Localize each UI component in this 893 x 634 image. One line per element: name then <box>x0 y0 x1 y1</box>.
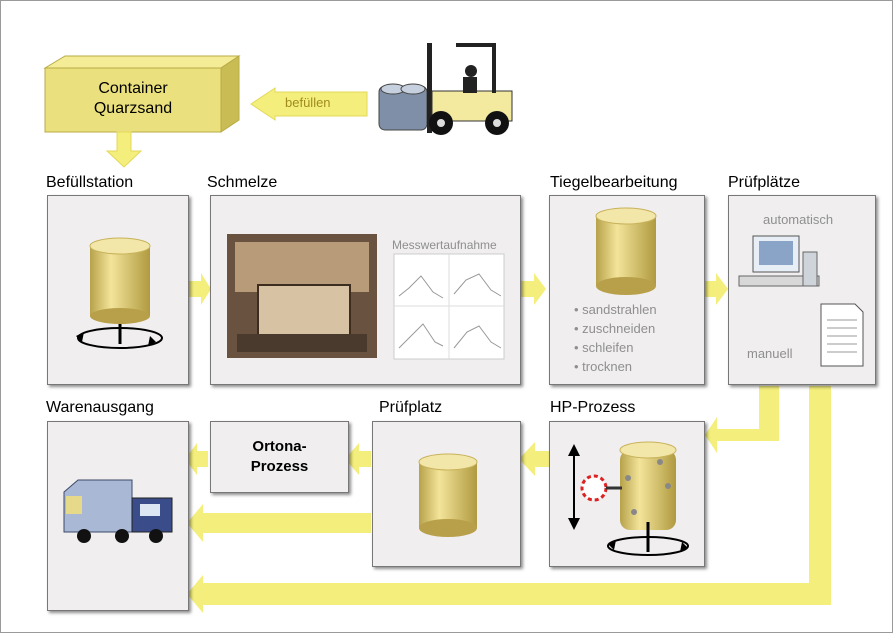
arrow-schmelze-tiegel <box>520 273 546 305</box>
panel-warenausgang <box>47 421 189 611</box>
arrow-return-bottom <box>187 386 831 613</box>
panel-pruefplaetze: automatisch manuell <box>728 195 876 385</box>
panel-befuellstation <box>47 195 189 385</box>
arrow-pruef-hp <box>705 386 779 453</box>
arrow-pruefplatz-ortona <box>345 443 371 475</box>
label-schmelze: Schmelze <box>207 174 278 191</box>
hp-process-icon <box>568 441 689 556</box>
label-hp-prozess: HP-Prozess <box>550 399 636 416</box>
label-pruefplatz: Prüfplatz <box>379 399 443 416</box>
step-item: • schleifen <box>574 340 634 355</box>
container-line1: Container <box>98 80 168 97</box>
crucible-icon <box>595 207 657 295</box>
befuellen-label: befüllen <box>285 95 331 110</box>
arrow-befuellen <box>250 87 368 121</box>
panel-pruefplatz <box>372 421 521 567</box>
panel-schmelze: Messwertaufnahme <box>210 195 521 385</box>
ortona-line2: Prozess <box>250 458 309 475</box>
label-warenausgang: Warenausgang <box>46 399 154 416</box>
arrow-container-down <box>105 131 143 168</box>
panel-ortona: Ortona- Prozess <box>210 421 349 493</box>
container-label: Container Quarzsand <box>45 79 221 119</box>
label-automatisch: automatisch <box>763 212 834 227</box>
arrow-tiegel-pruef <box>704 273 728 305</box>
label-tiegel: Tiegelbearbeitung <box>550 174 678 191</box>
truck-icon <box>63 479 173 543</box>
ortona-line1: Ortona- <box>252 438 307 455</box>
furnace-photo <box>227 234 377 358</box>
arrow-pruefplatz-waren <box>187 504 371 542</box>
messwert-label: Messwertaufnahme <box>392 238 497 252</box>
label-befuellstation: Befüllstation <box>46 174 134 191</box>
step-item: • sandstrahlen <box>574 302 657 317</box>
container-box <box>43 55 241 133</box>
step-item: • zuschneiden <box>574 321 656 336</box>
arrow-befuell-schmelze <box>188 273 211 305</box>
panel-hp-prozess <box>549 421 705 567</box>
container-line2: Quarzsand <box>93 100 173 117</box>
arrow-hp-pruefplatz <box>519 442 549 476</box>
label-manuell: manuell <box>747 346 793 361</box>
computer-icon <box>738 235 864 367</box>
measurement-charts <box>393 253 505 360</box>
tiegel-steps: • sandstrahlen • zuschneiden • schleifen… <box>574 300 657 376</box>
arrow-ortona-waren <box>185 443 208 475</box>
cylinder-icon <box>76 237 163 349</box>
panel-tiegel: • sandstrahlen • zuschneiden • schleifen… <box>549 195 705 385</box>
cylinder-icon-2 <box>418 453 478 537</box>
step-item: • trocknen <box>574 359 633 374</box>
label-pruefplaetze: Prüfplätze <box>728 174 801 191</box>
